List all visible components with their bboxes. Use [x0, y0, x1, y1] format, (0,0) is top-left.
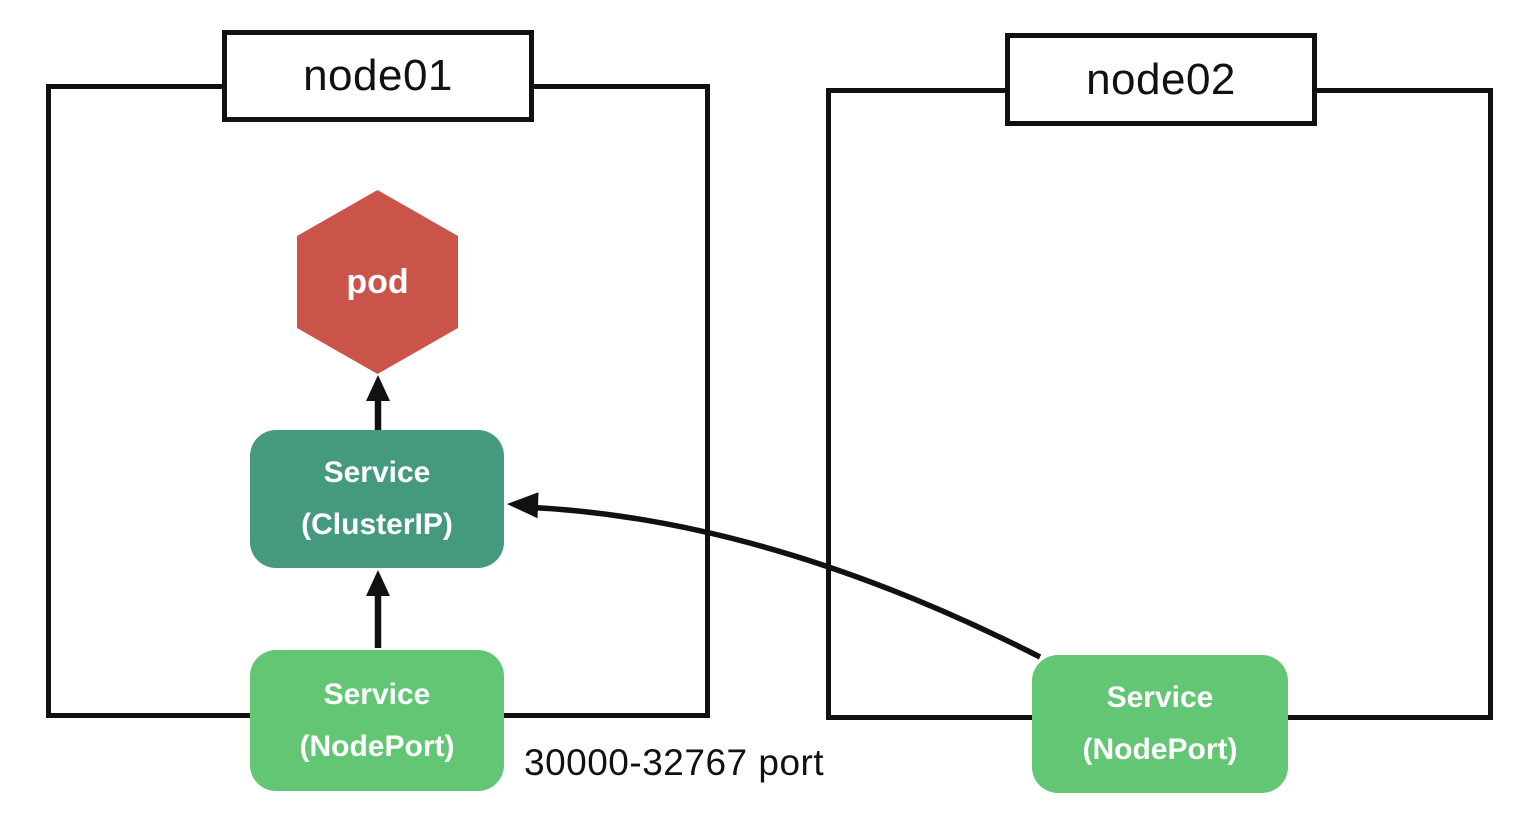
- service-nodeport-node02-box: Service (NodePort): [1032, 655, 1288, 793]
- service-nodeport-node02-line2: (NodePort): [1082, 733, 1238, 766]
- node02-title: node02: [1005, 33, 1317, 126]
- service-nodeport-node01-line2: (NodePort): [299, 729, 455, 763]
- service-clusterip-box: Service (ClusterIP): [250, 430, 504, 568]
- port-range-label: 30000-32767 port: [524, 742, 825, 783]
- service-nodeport-node01-line1: Service: [323, 677, 431, 711]
- node01-title-label: node01: [303, 51, 453, 100]
- service-clusterip-line1: Service: [323, 456, 431, 490]
- clusterip-to-pod-arrowhead: [366, 375, 390, 401]
- service-nodeport-node02-line1: Service: [1106, 681, 1214, 715]
- service-clusterip-line2: (ClusterIP): [301, 508, 453, 541]
- node02-title-label: node02: [1086, 54, 1236, 104]
- nodeport-node02-to-clusterip-arrow-line: [521, 504, 1042, 660]
- node01-title: node01: [222, 30, 534, 122]
- nodeport-node02-to-clusterip-arrowhead: [507, 492, 539, 519]
- pod-label: pod: [346, 262, 409, 301]
- service-nodeport-node01-box: Service (NodePort): [250, 650, 504, 791]
- nodeport-to-clusterip-arrowhead: [366, 570, 390, 596]
